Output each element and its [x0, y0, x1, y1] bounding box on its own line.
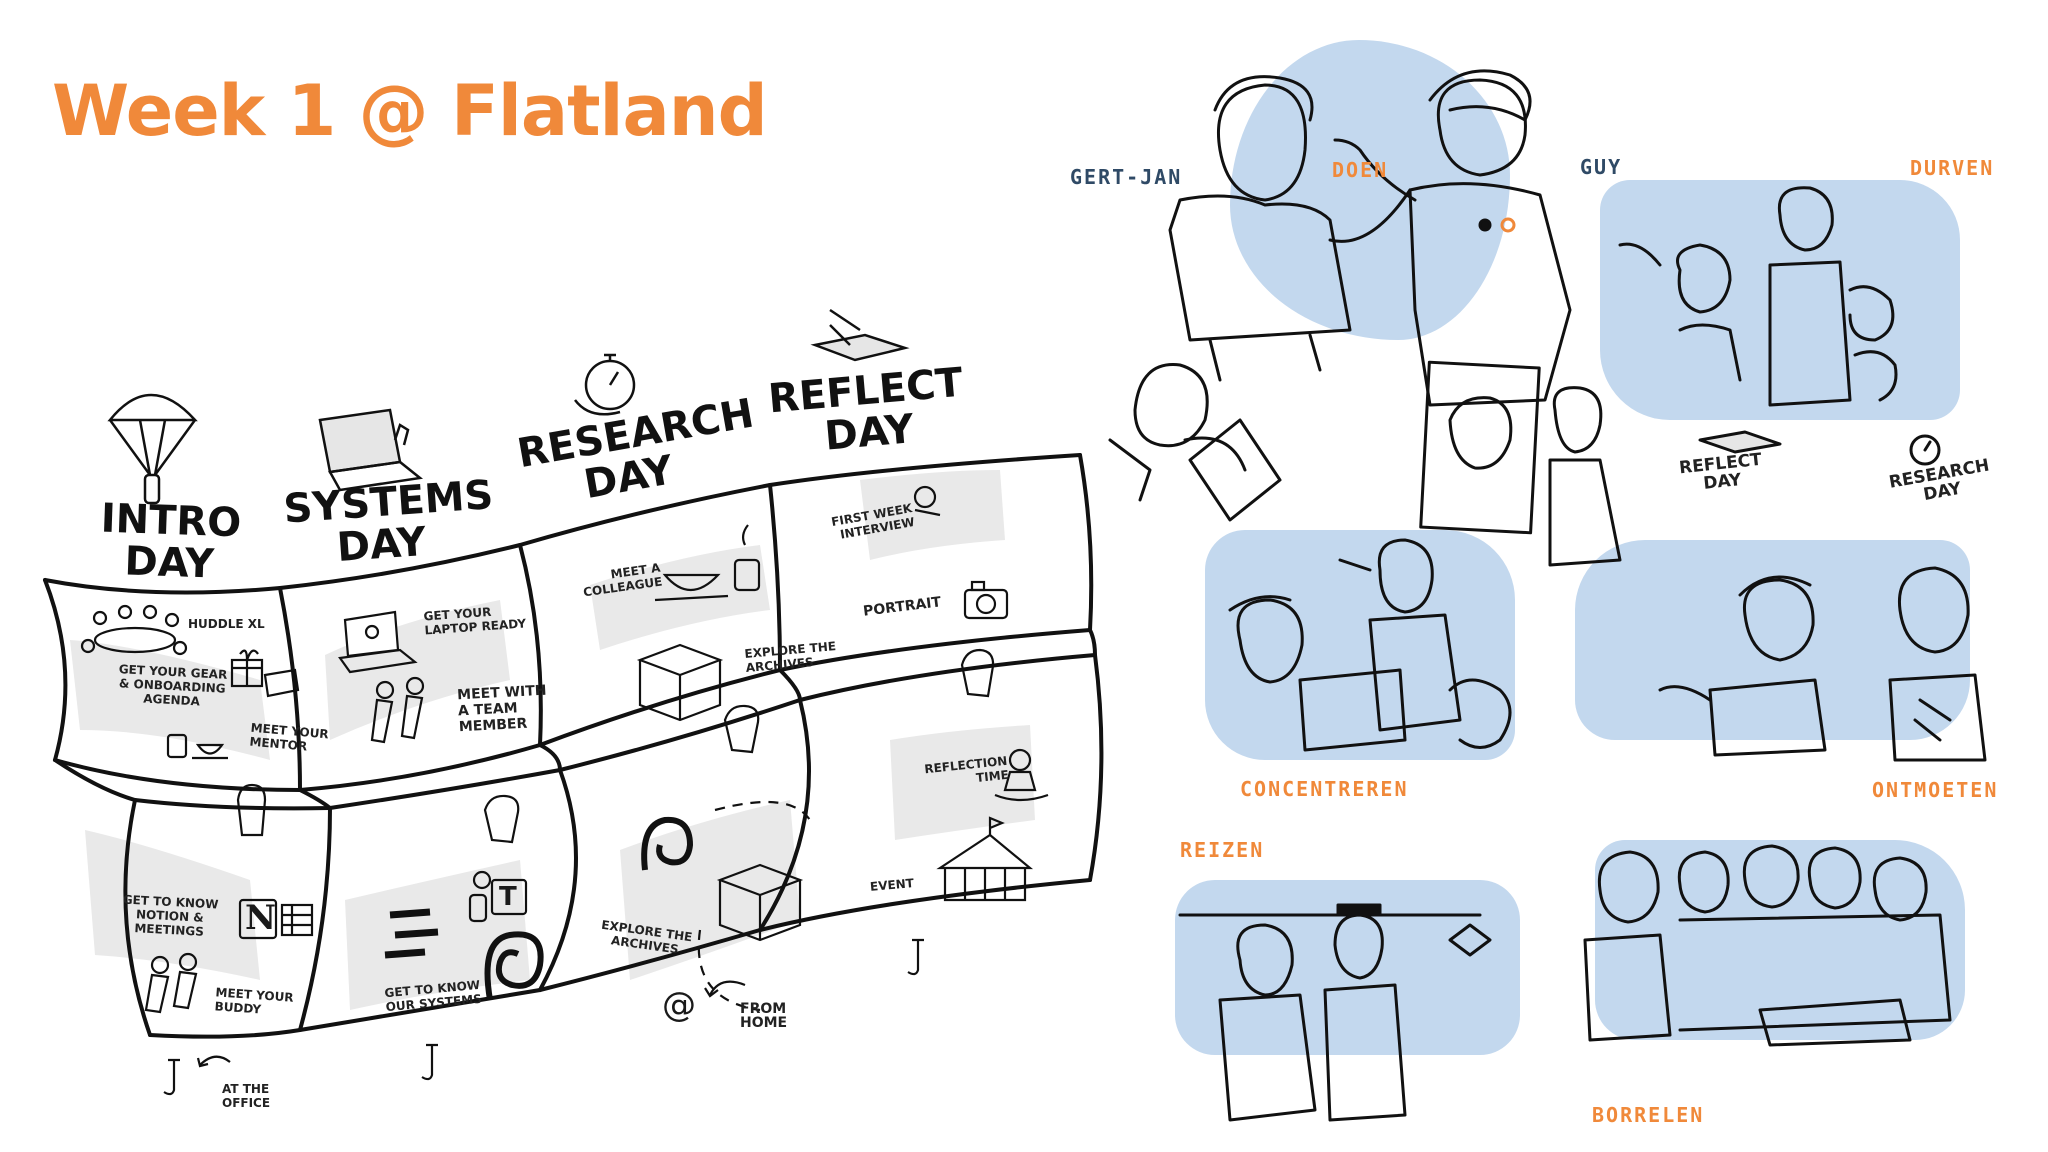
task-notion: GET TO KNOW NOTION & MEETINGS	[121, 893, 218, 940]
day-header-systems: SYSTEMS DAY	[282, 472, 495, 572]
label-reizen: REIZEN	[1180, 838, 1265, 862]
task-gear: GET YOUR GEAR & ONBOARDING AGENDA	[117, 662, 227, 710]
day-header-intro-line2: DAY	[123, 538, 215, 588]
note-at-office-line1: AT THE	[222, 1082, 270, 1096]
label-durven: DURVEN	[1910, 156, 1995, 180]
day-header-reflect: REFLECT DAY	[767, 360, 968, 463]
open-book-icon	[810, 308, 910, 362]
apple-laptop-icon	[338, 610, 418, 674]
team-members-icon	[370, 676, 425, 744]
doen-wash	[1230, 40, 1510, 340]
ontmoeten-wash	[1575, 540, 1970, 740]
drawing-person-figure	[1108, 363, 1282, 522]
flatland-badge-icon	[1500, 217, 1516, 233]
archive-box-icon-bottom	[716, 863, 804, 942]
toast-icon	[236, 648, 995, 844]
task-team-member: MEET WITH A TEAM MEMBER	[457, 683, 549, 736]
archive-box-icon	[636, 643, 724, 722]
day-header-intro: INTRO DAY	[99, 495, 242, 588]
ribbon-edges	[43, 453, 1104, 1039]
parachute-icon	[107, 393, 198, 505]
at-symbol: @	[662, 985, 696, 1025]
label-ontmoeten: ONTMOETEN	[1872, 778, 1999, 802]
borrelen-figures	[1583, 844, 1952, 1047]
page-title: Week 1 @ Flatland	[52, 70, 768, 152]
research-stopwatch-icon	[1909, 434, 1941, 466]
label-borrelen: BORRELEN	[1592, 1103, 1705, 1127]
task-buddy: MEET YOUR BUDDY	[214, 985, 294, 1018]
ontmoeten-figures	[1658, 566, 1987, 762]
gift-box-icon	[230, 649, 300, 698]
schedule-ribbon	[43, 308, 1104, 1096]
notion-logo-icon	[238, 898, 314, 940]
day-header-intro-line1: INTRO	[99, 495, 242, 547]
coffee-and-mug-icon	[654, 524, 761, 602]
gert-jan-figure	[1168, 75, 1412, 382]
arrow-icon	[196, 980, 746, 1068]
concentreren-wash	[1205, 530, 1515, 760]
mirror-figure	[1419, 360, 1622, 567]
note-from-home: FROM HOME	[740, 1002, 787, 1030]
laptop-icon	[318, 408, 424, 492]
people-illustrations	[1108, 69, 1987, 1122]
teams-logo-icon	[468, 870, 528, 923]
label-concentreren: CONCENTREREN	[1240, 777, 1409, 801]
note-at-office-line2: OFFICE	[222, 1096, 271, 1110]
task-huddle: HUDDLE XL	[188, 617, 265, 631]
coffee-cups-icon	[166, 733, 228, 760]
teams-letter: T	[499, 882, 517, 912]
label-gert-jan: GERT-JAN	[1070, 165, 1183, 189]
huddle-icon	[80, 604, 188, 656]
label-guy: GUY	[1580, 155, 1623, 179]
camera-icon	[963, 580, 1009, 620]
circus-tent-icon	[936, 816, 1034, 902]
label-doen: DOEN	[1332, 158, 1389, 182]
door-sign-icon	[163, 938, 924, 1096]
interviewer-icon	[913, 485, 941, 517]
guy-figure	[1333, 69, 1572, 407]
spiral-logo-icon	[484, 816, 694, 1001]
note-from-home-line2: HOME	[740, 1015, 788, 1031]
meditating-person-icon	[994, 748, 1049, 802]
durven-group	[1618, 186, 1898, 407]
concentreren-figures	[1228, 538, 1512, 752]
notion-letter: N	[245, 898, 277, 938]
buddy-icon	[144, 952, 198, 1014]
dashed-path	[697, 800, 811, 1012]
reflect-book-icon	[1698, 430, 1782, 454]
note-from-home-line1: FROM	[740, 1001, 787, 1017]
note-at-office: AT THE OFFICE	[222, 1082, 270, 1110]
stopwatch-icon	[574, 353, 636, 416]
reizen-figures	[1178, 903, 1492, 1122]
menu-lines-icon	[384, 908, 439, 959]
